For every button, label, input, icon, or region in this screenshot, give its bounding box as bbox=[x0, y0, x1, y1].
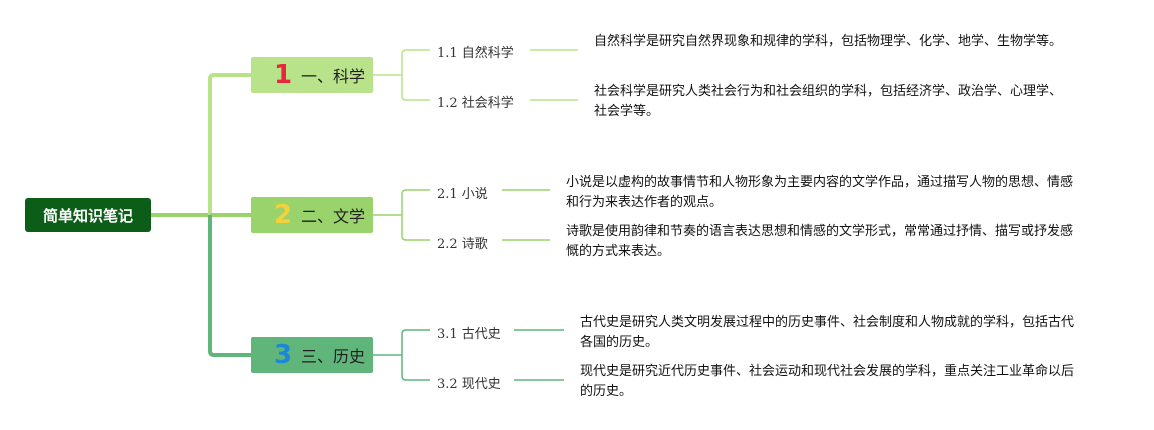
subtopic-connector bbox=[401, 215, 430, 241]
branch-number-badge: 1 bbox=[273, 60, 293, 90]
branch-node-history[interactable]: 3 三、历史 bbox=[251, 337, 373, 373]
subtopic-description: 诗歌是使用韵律和节奏的语言表达思想和情感的文学形式，常常通过抒情、描写或抒发感慨… bbox=[566, 224, 1074, 259]
branch-number-badge: 3 bbox=[273, 340, 293, 370]
branch-node-literature[interactable]: 2 二、文学 bbox=[251, 197, 373, 233]
branch-connector bbox=[208, 73, 251, 215]
branch-node-science[interactable]: 1 一、科学 bbox=[251, 57, 373, 93]
subtopic-label[interactable]: 1.2 社会科学 bbox=[437, 96, 514, 111]
subtopic-label[interactable]: 2.2 诗歌 bbox=[437, 237, 488, 252]
subtopic-label[interactable]: 3.2 现代史 bbox=[437, 377, 501, 392]
subtopic-label[interactable]: 3.1 古代史 bbox=[437, 327, 501, 342]
subtopic-label[interactable]: 1.1 自然科学 bbox=[437, 46, 514, 61]
subtopic-description: 现代史是研究近代历史事件、社会运动和现代社会发展的学科，重点关注工业革命以后的历… bbox=[580, 364, 1075, 399]
subtopic-description: 古代史是研究人类文明发展过程中的历史事件、社会制度和人物成就的学科，包括古代各国… bbox=[580, 315, 1075, 350]
branch-connector bbox=[208, 215, 251, 357]
subtopic-label[interactable]: 2.1 小说 bbox=[437, 187, 488, 202]
subtopic-connector bbox=[401, 355, 430, 381]
subtopic-connector bbox=[401, 49, 430, 75]
root-node[interactable]: 简单知识笔记 bbox=[25, 198, 151, 232]
subtopic-description: 自然科学是研究自然界现象和规律的学科，包括物理学、化学、地学、生物学等。 bbox=[594, 34, 1063, 49]
subtopic-connector bbox=[401, 189, 430, 215]
branch-label: 一、科学 bbox=[301, 67, 366, 86]
branch-label: 三、历史 bbox=[301, 347, 366, 366]
subtopic-description: 小说是以虚构的故事情节和人物形象为主要内容的文学作品，通过描写人物的思想、情感和… bbox=[566, 175, 1074, 210]
subtopic-connector bbox=[401, 329, 430, 355]
branch-label: 二、文学 bbox=[301, 207, 366, 226]
branch-number-badge: 2 bbox=[273, 200, 293, 230]
subtopic-description: 社会科学是研究人类社会行为和社会组织的学科，包括经济学、政治学、心理学、社会学等… bbox=[594, 84, 1063, 119]
root-label: 简单知识笔记 bbox=[42, 206, 133, 225]
subtopic-connector bbox=[401, 75, 430, 101]
